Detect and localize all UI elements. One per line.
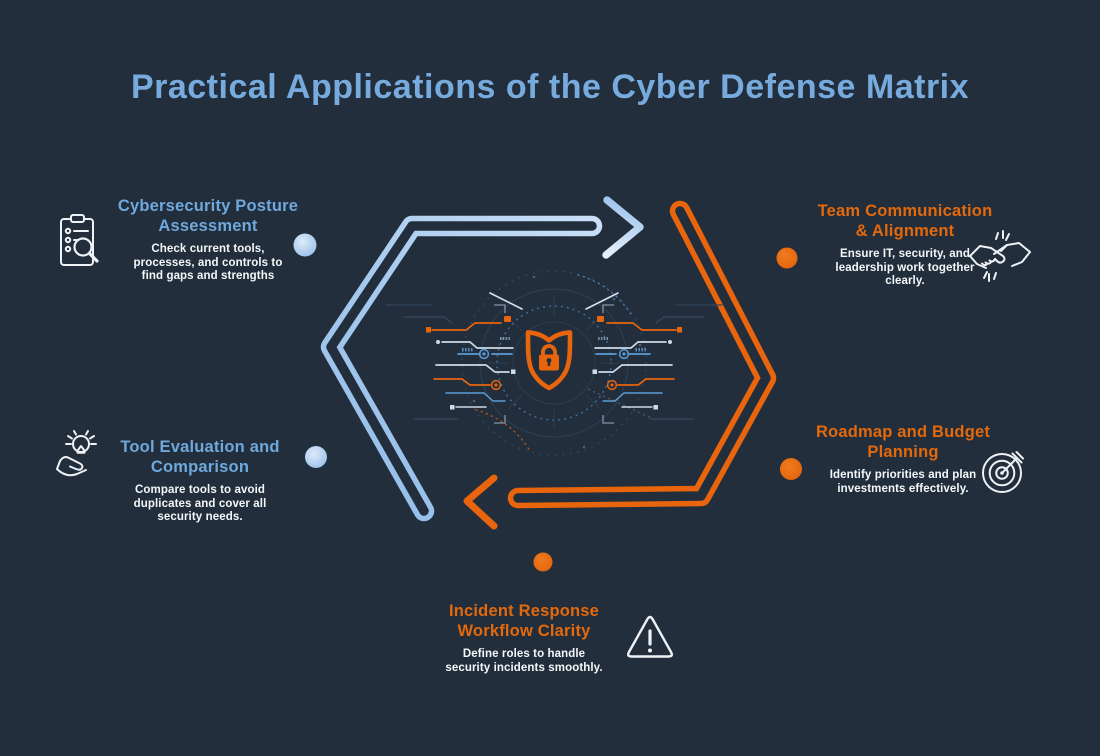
section-heading: Team Communication & Alignment — [780, 201, 1030, 241]
heading-line: Tool Evaluation and — [120, 438, 280, 456]
circuit-decoration — [385, 270, 723, 456]
connector-dot-orange-2 — [780, 458, 802, 480]
clipboard-search-icon — [60, 214, 99, 266]
section-heading: Roadmap and Budget Planning — [778, 422, 1028, 462]
section-tool-evaluation: Tool Evaluation and Comparison Compare t… — [75, 437, 325, 525]
heading-line: Comparison — [150, 458, 250, 476]
section-incident-response: Incident Response Workflow Clarity Defin… — [399, 601, 649, 675]
heading-line: Planning — [867, 443, 939, 461]
heading-line: Assessment — [158, 217, 258, 235]
section-body: Compare tools to avoid duplicates and co… — [133, 484, 267, 523]
heading-line: Workflow Clarity — [457, 622, 591, 640]
warning-triangle-icon — [626, 615, 674, 658]
section-roadmap-budget: Roadmap and Budget Planning Identify pri… — [778, 422, 1028, 496]
hexagon-arrow-blue — [320, 196, 644, 522]
section-heading: Cybersecurity Posture Assessment — [83, 196, 333, 236]
heading-line: Cybersecurity Posture — [117, 197, 299, 215]
connector-dot-orange-1 — [776, 247, 798, 269]
heading-line: Team Communication — [817, 202, 993, 220]
page-title: Practical Applications of the Cyber Defe… — [130, 68, 970, 106]
connector-dot-blue-1 — [293, 233, 317, 257]
heading-line: & Alignment — [855, 222, 955, 240]
orange-chevron-icon — [463, 474, 498, 530]
section-body: Check current tools, processes, and cont… — [133, 243, 283, 282]
connector-dot-blue-2 — [305, 446, 327, 468]
section-body: Define roles to handle security incident… — [445, 648, 603, 674]
handshake-icon — [969, 230, 1031, 282]
heading-line: Incident Response — [448, 602, 600, 620]
section-body: Identify priorities and plan investments… — [829, 469, 977, 495]
hexagon-arrow-orange — [463, 200, 777, 530]
shield-lock-icon — [525, 330, 573, 391]
section-body: Ensure IT, security, and leadership work… — [835, 248, 975, 287]
connector-dot-orange-3 — [533, 552, 553, 572]
section-team-communication: Team Communication & Alignment Ensure IT… — [780, 201, 1030, 289]
heading-line: Roadmap and Budget — [815, 423, 991, 441]
blue-chevron-icon — [602, 196, 644, 259]
section-posture-assessment: Cybersecurity Posture Assessment Check c… — [83, 196, 333, 284]
target-arrow-icon — [982, 451, 1024, 493]
section-heading: Tool Evaluation and Comparison — [75, 437, 325, 477]
section-heading: Incident Response Workflow Clarity — [399, 601, 649, 641]
lightbulb-hand-icon — [56, 430, 97, 477]
